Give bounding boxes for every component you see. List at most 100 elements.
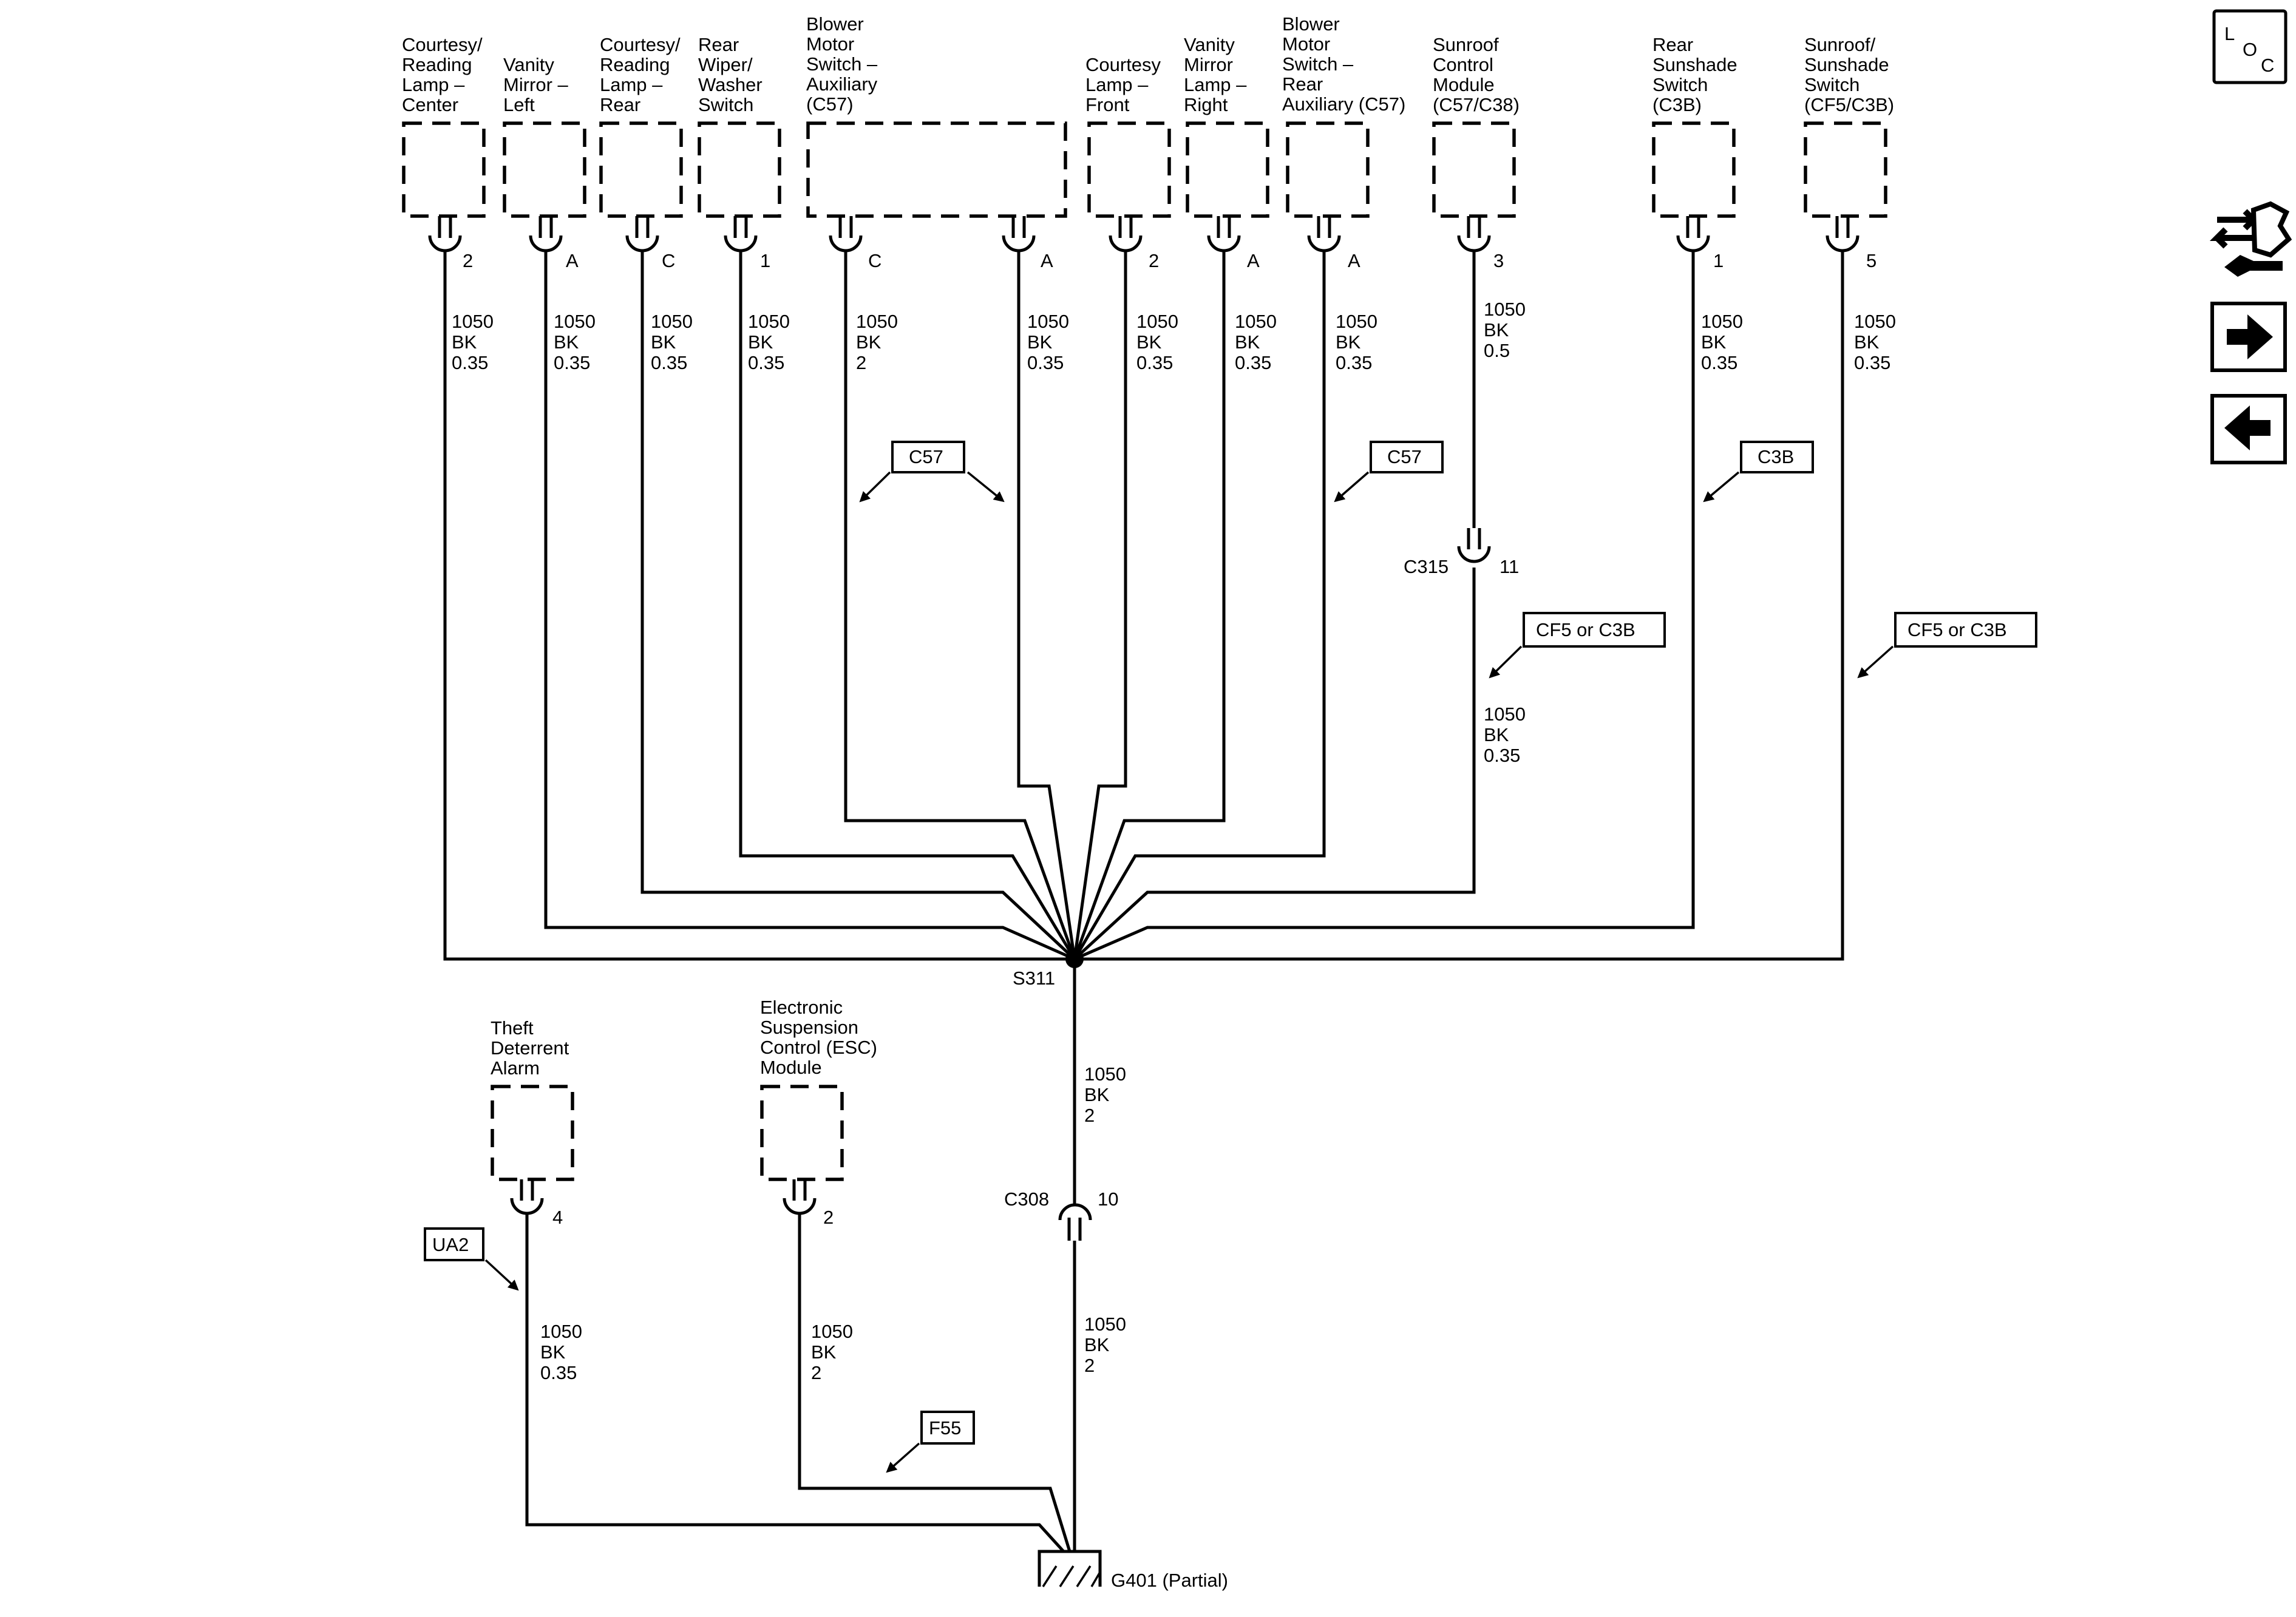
pin-label: C: [868, 250, 881, 271]
component-box: [1186, 121, 1269, 218]
connector-cup: [1457, 235, 1491, 253]
left-arrow-button[interactable]: [2210, 394, 2287, 464]
pin-label: 2: [463, 250, 473, 271]
connector-cup: [1058, 1203, 1092, 1221]
pin-terminal: [1835, 216, 1850, 238]
option-tag-c57-right: C57: [1334, 441, 1444, 503]
loc-button[interactable]: L O C: [2212, 9, 2288, 84]
tag-arrow: [484, 1259, 519, 1291]
pin-label: C: [662, 250, 675, 271]
wire-blower-aux-a: [1017, 250, 1076, 960]
loc-letter-l: L: [2224, 23, 2235, 44]
loc-letter-o: O: [2243, 39, 2257, 60]
tag-box: [920, 1411, 975, 1445]
tag-text: C57: [1387, 446, 1422, 467]
connector-cup: [829, 235, 863, 253]
component-box: [1087, 121, 1171, 218]
pin-terminal: [1067, 1218, 1082, 1241]
pin-label: 5: [1866, 250, 1877, 271]
right-arrow-icon: [2227, 314, 2273, 359]
ground-hatch: [1042, 1565, 1101, 1587]
pin-terminal: [1011, 216, 1026, 238]
pin-label: 1: [1713, 250, 1724, 271]
connector-name: C308: [1004, 1188, 1049, 1210]
connector-cup: [1109, 235, 1143, 253]
wire-theft-alarm: [525, 1213, 1065, 1553]
pin-terminal: [635, 216, 650, 238]
component-box: [806, 121, 1067, 218]
component-box: [503, 121, 586, 218]
pin-label: 4: [552, 1207, 563, 1228]
option-tag-c3b: C3B: [1703, 441, 1814, 503]
tag-text: CF5 or C3B: [1536, 619, 1635, 640]
connector-tool-icon[interactable]: [2209, 201, 2292, 277]
connector-cup: [1207, 235, 1241, 253]
pin-label: 2: [823, 1207, 834, 1228]
ground-label: G401 (Partial): [1111, 1570, 1228, 1591]
component-box: [1804, 121, 1887, 218]
pin-label: 2: [1149, 250, 1159, 271]
pin-terminal: [520, 1179, 534, 1201]
tag-arrow: [859, 471, 891, 503]
connector-cup: [1307, 235, 1341, 253]
loc-button-frame[interactable]: [2212, 9, 2288, 84]
connector-cup: [625, 235, 659, 253]
connector-cup: [428, 235, 462, 253]
pin-label: A: [566, 250, 579, 271]
component-box: [1432, 121, 1516, 218]
connector-cup: [1002, 235, 1036, 253]
connector-cup: [783, 1198, 817, 1215]
pin-terminal: [1467, 216, 1481, 238]
tag-box: [1523, 612, 1666, 648]
connector-cup: [529, 235, 563, 253]
component-box: [698, 121, 781, 218]
tag-text: F55: [929, 1417, 961, 1439]
option-tag-c57-left: C57: [859, 441, 1005, 503]
connector-cup: [1676, 235, 1710, 253]
wire-rear-sunshade: [1074, 250, 1695, 961]
right-arrow-button[interactable]: [2210, 302, 2287, 372]
connector-pin: 11: [1500, 556, 1519, 577]
wire-sunroof-sunshade: [1075, 250, 1844, 961]
tag-text: UA2: [432, 1234, 469, 1255]
wire-blower-rear-aux: [1073, 250, 1326, 960]
tag-text: C57: [909, 446, 943, 467]
tag-arrow: [966, 471, 1005, 503]
pin-terminal: [538, 216, 553, 238]
connector-name: C315: [1404, 556, 1449, 577]
option-tag-cf5-c3b-right: CF5 or C3B: [1857, 612, 2037, 679]
ground-g401: G401 (Partial): [1038, 1550, 1228, 1591]
